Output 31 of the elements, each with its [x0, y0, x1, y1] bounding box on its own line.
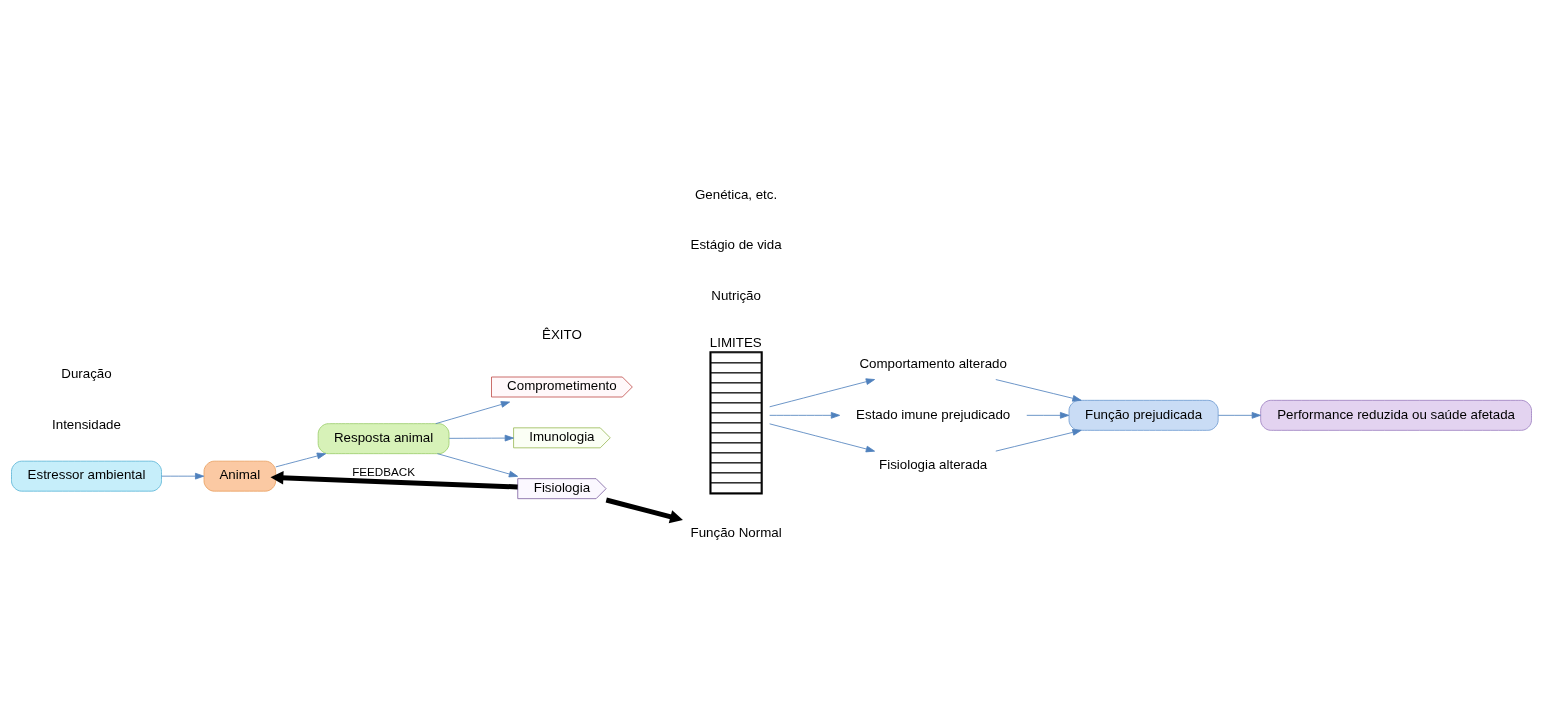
node-text: Comportamento alterado [859, 355, 1007, 371]
arrow [995, 428, 1082, 452]
arrow [270, 470, 518, 489]
edge-label: FEEDBACK [352, 464, 416, 477]
node-box: Estressor ambiental [11, 460, 162, 492]
label: Intensidade [52, 416, 121, 431]
node-box: Função prejudicada [1068, 399, 1219, 431]
arrow [995, 378, 1082, 402]
node-text: Estado imune prejudicado [856, 406, 1011, 421]
arrow [769, 422, 875, 452]
arrow [448, 434, 514, 441]
arrow [769, 377, 875, 407]
node-box: Animal [203, 460, 277, 492]
node-text: Fisiologia alterada [879, 456, 988, 472]
node-label: LIMITES [709, 334, 762, 350]
arrow [769, 411, 841, 419]
label: Genética, etc. [694, 186, 778, 201]
arrow [161, 472, 205, 479]
label: ÊXITO [542, 326, 582, 342]
arrow [1217, 411, 1261, 419]
arrow [1026, 411, 1070, 419]
node-box: Resposta animal [317, 422, 450, 454]
label: Nutrição [711, 287, 761, 303]
arrow [605, 497, 683, 523]
label: Duração [61, 365, 112, 381]
arrow [275, 452, 327, 467]
arrow [437, 452, 519, 477]
node-box: Performance reduzida ou saúde afetada [1260, 399, 1532, 431]
label: Estágio de vida [690, 236, 782, 252]
arrow [435, 400, 511, 424]
node-text: Função Normal [690, 524, 782, 540]
